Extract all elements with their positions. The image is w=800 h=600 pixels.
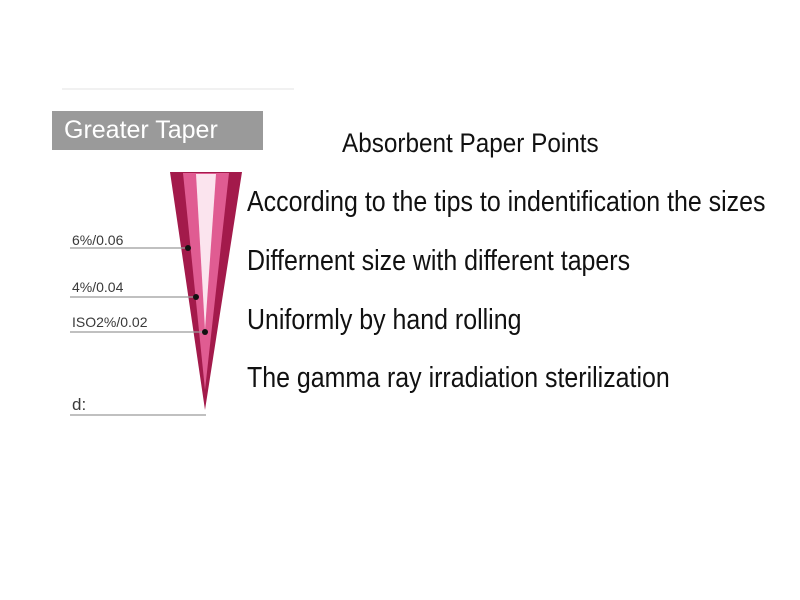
taper-dot-4 (193, 294, 199, 300)
paper-point-illustration (170, 172, 242, 410)
taper-dots (185, 245, 208, 335)
taper-label-6: 6%/0.06 (72, 232, 124, 248)
info-line-sterilization: The gamma ray irradiation sterilization (247, 362, 670, 394)
taper-label-2: ISO2%/0.02 (72, 314, 148, 330)
taper-label-4: 4%/0.04 (72, 279, 124, 295)
greater-taper-badge: Greater Taper (52, 111, 263, 150)
taper-label-d: d: (72, 395, 87, 414)
info-title: Absorbent Paper Points (342, 128, 599, 158)
greater-taper-label: Greater Taper (64, 116, 218, 144)
taper-dot-6 (185, 245, 191, 251)
info-line-tapers: Differnent size with different tapers (247, 245, 631, 277)
info-line-sizes: According to the tips to indentification… (247, 186, 766, 218)
paper-point-core (196, 174, 216, 330)
taper-markers (70, 247, 206, 416)
taper-dot-2 (202, 329, 208, 335)
top-divider-line (62, 88, 294, 90)
info-line-rolling: Uniformly by hand rolling (247, 304, 522, 336)
